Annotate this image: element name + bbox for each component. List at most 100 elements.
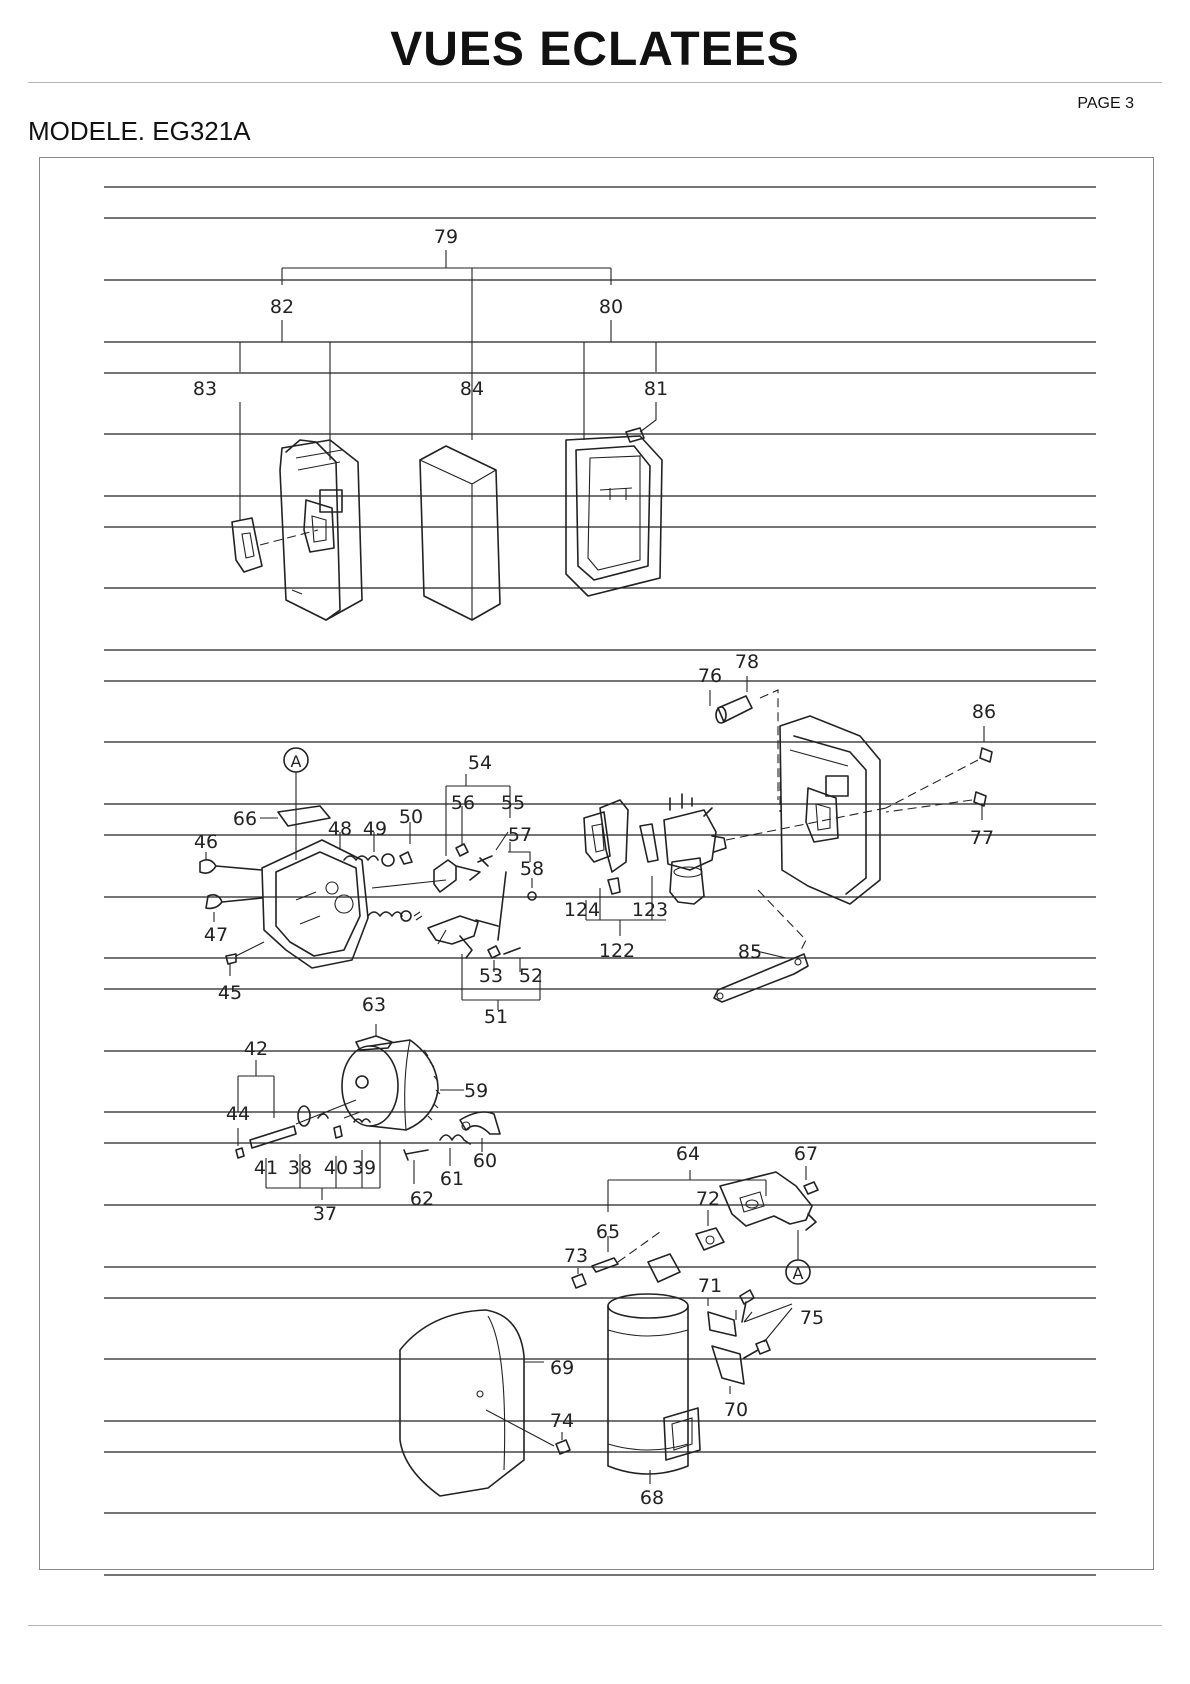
callout-76: 76 bbox=[698, 665, 722, 687]
callout-49: 49 bbox=[363, 818, 387, 840]
callout-81: 81 bbox=[644, 378, 668, 400]
part-44-pin bbox=[235, 1147, 245, 1159]
part-80-base bbox=[565, 435, 663, 597]
callout-85: 85 bbox=[738, 941, 762, 963]
model-label: MODELE. EG321A bbox=[28, 116, 251, 146]
part-57-pushrod bbox=[497, 871, 507, 941]
part-68-muffler bbox=[607, 1253, 701, 1484]
footer-divider bbox=[28, 1625, 1162, 1626]
page-number: PAGE 3 bbox=[1077, 95, 1134, 112]
part-65-stud bbox=[591, 1257, 619, 1273]
part-85-stay bbox=[713, 953, 809, 1003]
part-cylinder-head bbox=[261, 839, 369, 969]
callout-51: 51 bbox=[484, 1006, 508, 1028]
background-rules bbox=[104, 186, 1096, 1576]
part-38-washer bbox=[297, 1105, 311, 1127]
reference-marker-a-bottom: A bbox=[793, 1264, 804, 1283]
callout-55: 55 bbox=[501, 792, 525, 814]
callout-59: 59 bbox=[464, 1080, 488, 1102]
part-air-case-right bbox=[779, 715, 881, 905]
part-74-bolt bbox=[555, 1439, 571, 1455]
part-59-flywheel bbox=[341, 1039, 464, 1131]
part-49-retainer bbox=[381, 853, 395, 867]
part-75-bolt-lower bbox=[743, 1339, 771, 1359]
callout-74: 74 bbox=[550, 1410, 574, 1432]
callout-48: 48 bbox=[328, 818, 352, 840]
part-rocker-arm-lower bbox=[427, 915, 479, 945]
callout-54: 54 bbox=[468, 752, 492, 774]
callout-82: 82 bbox=[270, 296, 294, 318]
part-71-bracket bbox=[707, 1311, 737, 1337]
callout-57: 57 bbox=[508, 824, 532, 846]
callout-39: 39 bbox=[352, 1157, 376, 1179]
part-52-screw bbox=[503, 947, 521, 955]
part-47-valve bbox=[205, 894, 263, 910]
part-39-spring bbox=[353, 1118, 371, 1123]
part-55-screw bbox=[477, 855, 493, 867]
part-53-nut bbox=[487, 945, 501, 959]
callout-40: 40 bbox=[324, 1157, 348, 1179]
part-84-element bbox=[419, 445, 501, 621]
callout-65: 65 bbox=[596, 1221, 620, 1243]
part-76-pipe bbox=[717, 695, 753, 723]
part-81-clip bbox=[625, 427, 645, 443]
muffler-group bbox=[399, 1166, 819, 1497]
callout-84: 84 bbox=[460, 378, 484, 400]
part-123-gasket bbox=[639, 823, 659, 863]
callout-75: 75 bbox=[800, 1307, 824, 1329]
callout-123: 123 bbox=[632, 899, 668, 921]
part-50-cotter bbox=[399, 851, 413, 865]
callout-72: 72 bbox=[696, 1188, 720, 1210]
callout-64: 64 bbox=[676, 1143, 700, 1165]
callout-69: 69 bbox=[550, 1357, 574, 1379]
callout-41: 41 bbox=[254, 1157, 278, 1179]
part-56-nut bbox=[455, 843, 469, 857]
callout-78: 78 bbox=[735, 651, 759, 673]
callout-73: 73 bbox=[564, 1245, 588, 1267]
part-72-gasket bbox=[695, 1227, 725, 1251]
part-exhaust-pipe bbox=[719, 1171, 817, 1231]
callout-labels: 79 82 80 83 84 81 78 76 86 77 54 56 55 5… bbox=[193, 226, 996, 1509]
part-48-spring-upper bbox=[343, 855, 379, 861]
callout-56: 56 bbox=[451, 792, 475, 814]
callout-45: 45 bbox=[218, 982, 242, 1004]
part-48-spring-lower bbox=[367, 911, 403, 917]
callout-66: 66 bbox=[233, 808, 257, 830]
callout-68: 68 bbox=[640, 1487, 664, 1509]
part-60-lever bbox=[459, 1111, 501, 1135]
part-86-bolt bbox=[979, 747, 993, 763]
part-124-gasket bbox=[583, 811, 611, 863]
part-61-spring bbox=[439, 1134, 471, 1145]
part-46-valve bbox=[199, 858, 263, 874]
flywheel-group bbox=[235, 1024, 501, 1200]
part-58-clip bbox=[527, 891, 537, 901]
callout-47: 47 bbox=[204, 924, 228, 946]
callout-67: 67 bbox=[794, 1143, 818, 1165]
part-62-bolt bbox=[403, 1149, 429, 1161]
callout-61: 61 bbox=[440, 1168, 464, 1190]
callout-37: 37 bbox=[313, 1203, 337, 1225]
part-67-nut bbox=[803, 1181, 819, 1195]
callout-44: 44 bbox=[226, 1103, 250, 1125]
callout-77: 77 bbox=[970, 827, 994, 849]
callout-50: 50 bbox=[399, 806, 423, 828]
callout-46: 46 bbox=[194, 831, 218, 853]
callout-122: 122 bbox=[599, 940, 635, 962]
part-77-nut bbox=[973, 791, 987, 807]
page-title: VUES ECLATEES bbox=[390, 23, 800, 76]
part-66-gasket bbox=[277, 805, 331, 827]
part-83-gasket bbox=[231, 517, 263, 573]
part-82-case bbox=[279, 439, 363, 621]
callout-86: 86 bbox=[972, 701, 996, 723]
part-73-nut bbox=[571, 1273, 587, 1289]
callout-38: 38 bbox=[288, 1157, 312, 1179]
part-69-cover bbox=[399, 1309, 544, 1497]
callout-53: 53 bbox=[479, 965, 503, 987]
callout-42: 42 bbox=[244, 1038, 268, 1060]
part-carburetor bbox=[663, 793, 887, 905]
part-70-bracket bbox=[711, 1345, 745, 1385]
part-rocker-arm-upper bbox=[433, 859, 457, 893]
air-cleaner-group bbox=[231, 250, 663, 621]
carburetor-group bbox=[199, 676, 993, 1010]
